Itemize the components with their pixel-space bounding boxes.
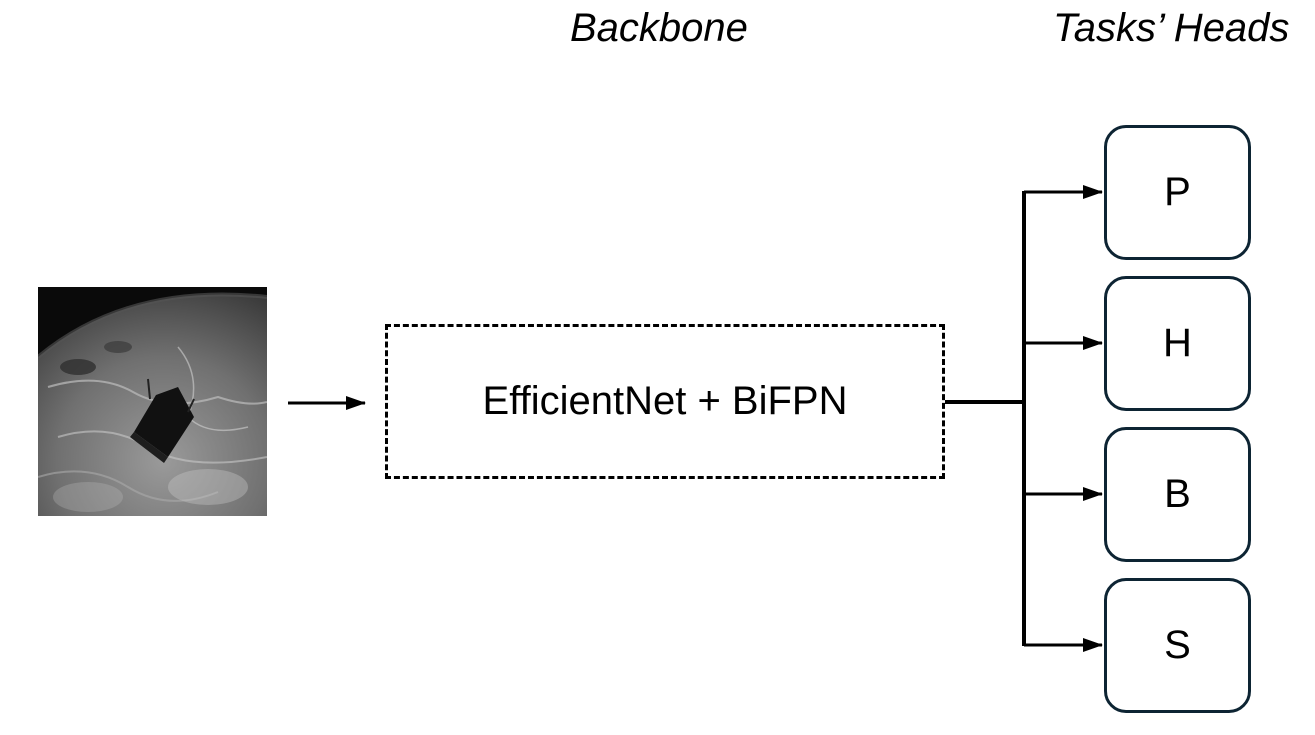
head-label: P	[1164, 170, 1191, 214]
head-box-b: B	[1104, 427, 1251, 562]
backbone-label: EfficientNet + BiFPN	[482, 379, 848, 423]
head-label: B	[1164, 472, 1191, 516]
head-box-h: H	[1104, 276, 1251, 411]
head-box-p: P	[1104, 125, 1251, 260]
head-label: S	[1164, 623, 1191, 667]
backbone-title: Backbone	[570, 6, 748, 50]
head-label: H	[1163, 321, 1192, 365]
head-box-s: S	[1104, 578, 1251, 713]
input-satellite-image	[38, 287, 267, 516]
tasks-heads-title: Tasks’ Heads	[1053, 6, 1290, 50]
backbone-block: EfficientNet + BiFPN	[385, 324, 945, 479]
